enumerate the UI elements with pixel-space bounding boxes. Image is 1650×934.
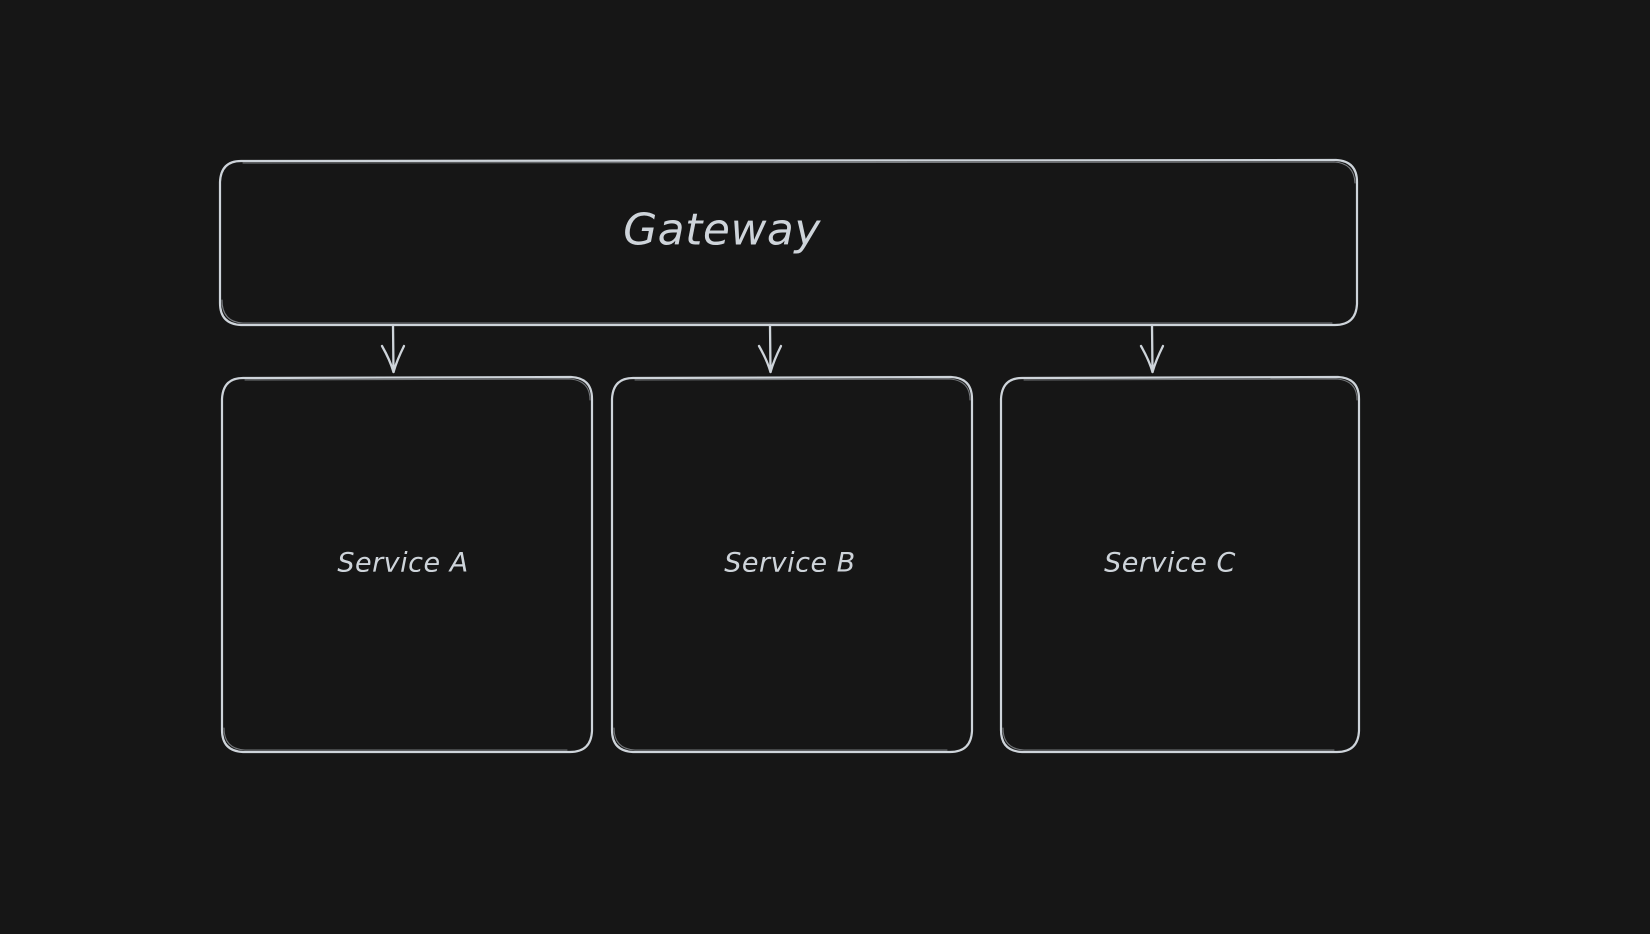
gateway-container-shape[interactable] [218,158,1359,327]
service-c-box-shape[interactable] [999,375,1361,754]
edge-gateway-service-a[interactable] [380,323,406,374]
service-b-box-shape[interactable] [610,375,974,754]
service-a-box-shape[interactable] [220,375,594,754]
edge-gateway-service-b[interactable] [757,323,783,374]
edge-gateway-service-c[interactable] [1139,323,1165,374]
